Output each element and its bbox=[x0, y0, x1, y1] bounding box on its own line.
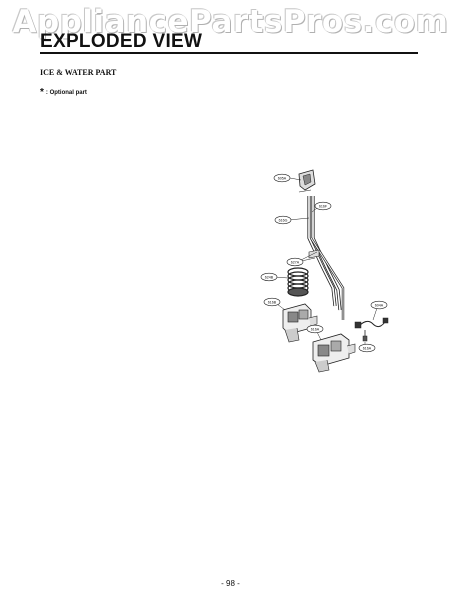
exploded-parts-diagram: 605A 616F 616G 627A 624B 616B 616A 604A bbox=[260, 169, 389, 373]
callout-627A: 627A bbox=[286, 257, 304, 267]
callout-604A: 604A bbox=[370, 300, 388, 310]
svg-text:616G: 616G bbox=[279, 218, 288, 222]
svg-text:627A: 627A bbox=[291, 260, 300, 264]
section-heading: ICE & WATER PART bbox=[40, 68, 117, 77]
optional-part-note: *: Optional part bbox=[40, 86, 87, 98]
water-valve-upper bbox=[282, 303, 318, 343]
callout-605A: 605A bbox=[273, 173, 291, 183]
optional-part-label: : Optional part bbox=[45, 90, 87, 96]
svg-text:605A: 605A bbox=[278, 176, 287, 180]
bracket-part bbox=[298, 169, 316, 193]
callout-616A-harness: 616A bbox=[358, 343, 376, 353]
callout-616F: 616F bbox=[314, 201, 332, 211]
wire-harness-part bbox=[354, 317, 389, 342]
callout-624B: 624B bbox=[260, 272, 278, 282]
optional-star-marker: * bbox=[40, 87, 44, 98]
svg-text:616B: 616B bbox=[268, 300, 277, 304]
svg-text:616F: 616F bbox=[319, 204, 328, 208]
tube-coil-part bbox=[287, 267, 309, 297]
svg-text:616A: 616A bbox=[311, 327, 320, 331]
svg-text:604A: 604A bbox=[375, 303, 384, 307]
water-valve-lower bbox=[312, 333, 356, 373]
title-divider bbox=[40, 52, 418, 54]
callout-616G: 616G bbox=[274, 215, 292, 225]
site-watermark: AppliancePartsPros.com bbox=[12, 4, 449, 40]
page-title: EXPLODED VIEW bbox=[40, 31, 203, 52]
part-callouts: 605A 616F 616G 627A 624B 616B 616A 604A bbox=[260, 173, 388, 353]
callout-616A-valve: 616A bbox=[306, 324, 324, 334]
page-number: - 98 - bbox=[221, 579, 240, 588]
callout-616B: 616B bbox=[263, 297, 281, 307]
svg-text:616A: 616A bbox=[363, 346, 372, 350]
svg-text:624B: 624B bbox=[265, 275, 274, 279]
